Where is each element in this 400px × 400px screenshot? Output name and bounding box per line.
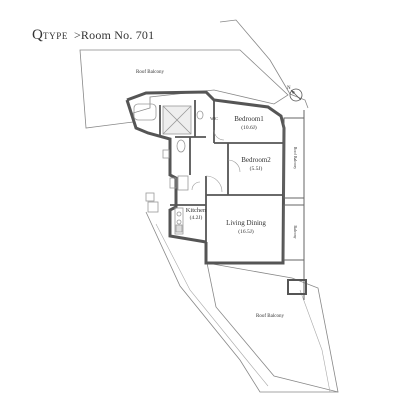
bedroom2-size: (5.5J) [250, 165, 263, 172]
balcony-rail-left [155, 223, 269, 387]
bedroom1-size: (10.6J) [241, 124, 257, 131]
outer-edge-left-diagonal [145, 211, 338, 393]
kitchen-fixtures [174, 207, 184, 235]
wic-label: WIC [210, 116, 218, 121]
bedroom2-label: Bedroom2 [241, 156, 271, 164]
roof-balcony-bottom-label: Roof Balcony [256, 314, 284, 319]
door-swings [191, 129, 241, 193]
side-roof-balcony-label: Roof Balcony [293, 147, 298, 169]
plan-title: QTYPE >Room No. 701 [32, 27, 154, 44]
bedroom1-label: Bedroom1 [234, 115, 264, 123]
room-number: >Room No. 701 [73, 28, 155, 42]
plan-type-letter: Q [32, 27, 44, 43]
right-wing [283, 110, 307, 300]
plan-type-word: TYPE [43, 31, 68, 41]
side-balcony-label: Balcony [293, 225, 298, 238]
roof-balcony-top-label: Roof Balcony [136, 70, 164, 75]
compass-north-label: N [287, 86, 291, 91]
exterior-walls [125, 90, 286, 265]
interior-walls [159, 100, 283, 263]
outer-edge-top-right [219, 19, 309, 109]
entry-fixtures [145, 149, 189, 213]
kitchen-size: (4.2J) [190, 214, 203, 221]
north-compass: N [287, 86, 303, 102]
outer-edge-bottom-right [299, 289, 331, 393]
kitchen-label: Kitchen [186, 207, 207, 214]
roof-balcony-bottom-area [206, 262, 339, 393]
living-dining-size: (16.5J) [238, 228, 254, 235]
living-dining-label: Living Dining [226, 219, 266, 227]
roof-balcony-top-area [79, 49, 289, 129]
bathroom-fixtures [133, 103, 204, 153]
